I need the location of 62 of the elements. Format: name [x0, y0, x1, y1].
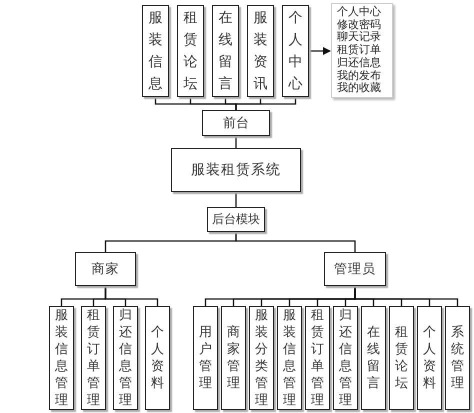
module-label: 归还信息管理 [338, 307, 352, 409]
module-box [247, 5, 274, 97]
menu-item-text: 聊天记录 [337, 31, 381, 44]
menu-item-text: 我的收藏 [337, 82, 381, 96]
module-label: 在线留言 [366, 324, 380, 392]
function-box [389, 306, 414, 410]
menu-item-text: 归还信息 [337, 56, 381, 70]
role-box [324, 252, 386, 286]
menu-item-text: 个人中心 [337, 6, 381, 18]
function-box [277, 306, 302, 410]
module-box [282, 5, 309, 97]
connector-line [235, 192, 237, 207]
function-box [49, 306, 74, 410]
module-label: 租赁订单管理 [86, 307, 100, 409]
module-box [142, 5, 169, 97]
connector-line [235, 136, 237, 148]
module-label: 个人资料 [150, 324, 164, 392]
connector-line [235, 232, 356, 252]
module-label: 系统管理 [450, 324, 464, 392]
module-label: 在线留言 [218, 9, 233, 94]
menu-item-text: 修改密码 [337, 18, 381, 31]
role-box [75, 252, 136, 286]
connector-line [104, 286, 158, 306]
function-box [445, 306, 470, 410]
function-box [361, 306, 386, 410]
function-box [113, 306, 138, 410]
function-box [221, 306, 246, 410]
function-box [333, 306, 358, 410]
module-box [212, 5, 239, 97]
function-box [417, 306, 442, 410]
module-label: 租赁论坛 [394, 324, 408, 392]
function-box [193, 306, 218, 410]
module-label: 商家 [92, 261, 120, 278]
arrow [309, 47, 331, 55]
function-box [145, 306, 170, 410]
function-box [81, 306, 106, 410]
module-label: 管理员 [334, 261, 376, 278]
function-box [249, 306, 274, 410]
module-label: 租赁论坛 [183, 9, 198, 94]
module-label: 服装资讯 [253, 9, 268, 94]
module-label: 个人中心 [288, 9, 303, 94]
module-label: 归还信息管理 [118, 307, 132, 409]
menu-item-text: 租赁订单 [337, 44, 381, 57]
module-label: 服装信息管理 [282, 307, 296, 409]
module-label: 服装信息 [148, 9, 163, 94]
module-box [207, 207, 265, 232]
module-box [177, 5, 204, 97]
module-box [202, 110, 270, 136]
note-box [331, 3, 393, 98]
module-label: 前台 [223, 115, 249, 132]
module-label: 服装分类管理 [254, 307, 268, 409]
function-box [305, 306, 330, 410]
module-label: 租赁订单管理 [310, 307, 324, 409]
module-label: 用户管理 [198, 324, 212, 392]
module-label: 后台模块 [212, 211, 260, 228]
module-label: 服装信息管理 [54, 307, 68, 409]
module-label: 服装租赁系统 [191, 161, 281, 179]
connector-line [235, 97, 296, 110]
menu-item-text: 我的发布 [337, 70, 381, 82]
system-box [171, 148, 301, 192]
module-label: 商家管理 [226, 324, 240, 392]
module-label: 个人资料 [422, 324, 436, 392]
